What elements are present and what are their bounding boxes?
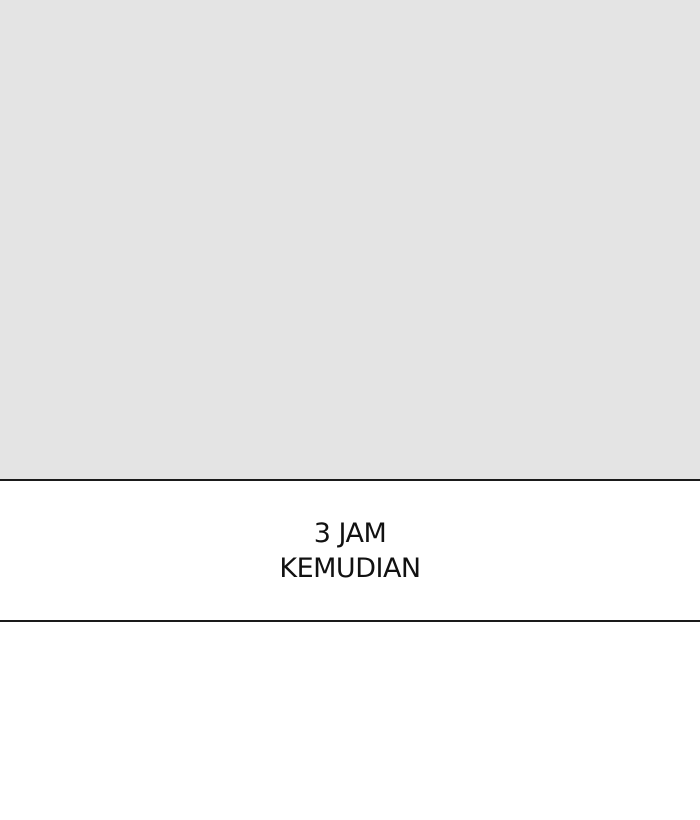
caption-line-2: KEMUDIAN [279, 552, 421, 584]
blank-panel [0, 0, 700, 479]
caption-line-1: 3 JAM [313, 517, 387, 549]
caption-box: 3 JAM KEMUDIAN [0, 479, 700, 622]
blank-bottom-area [0, 622, 700, 820]
